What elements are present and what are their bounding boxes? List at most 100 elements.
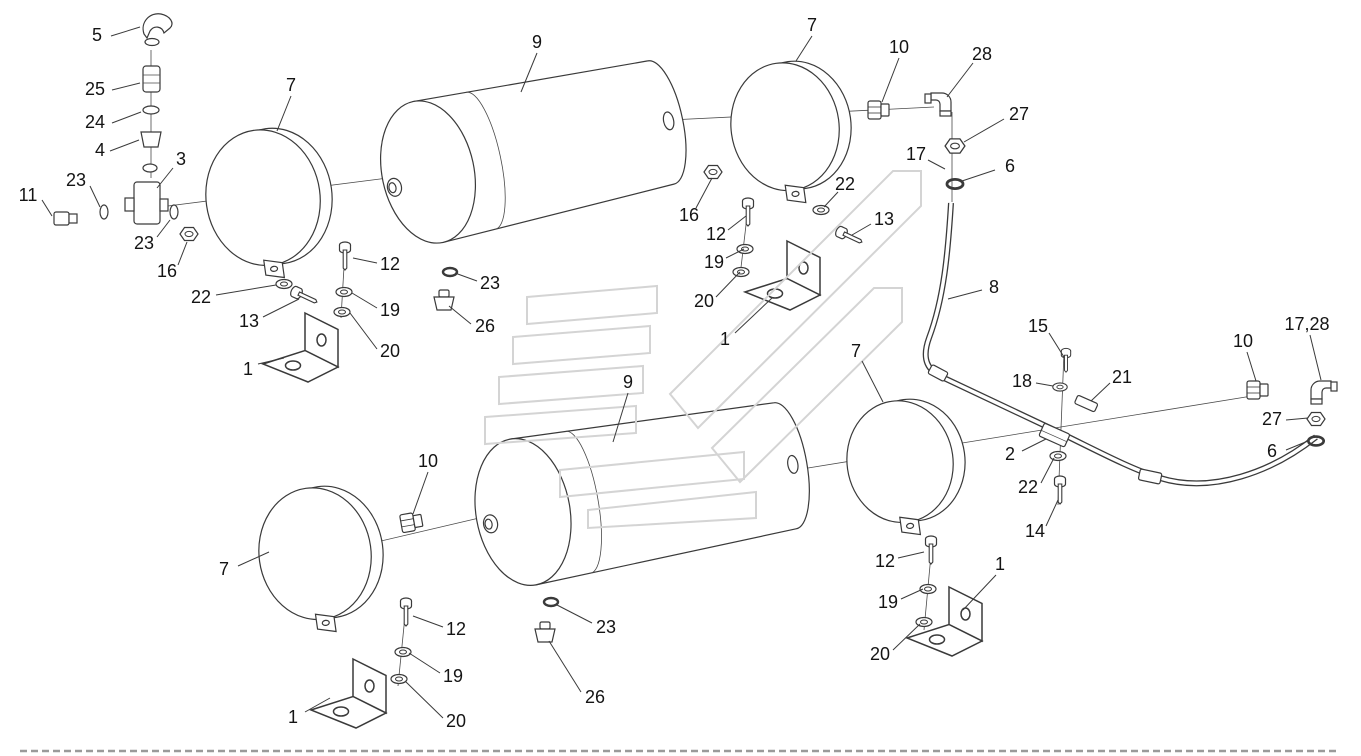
part-number-label: 18 <box>1012 371 1032 391</box>
bolt-15 <box>1060 347 1072 373</box>
part-number-label: 9 <box>532 32 542 52</box>
o-ring-23 <box>99 204 109 220</box>
part-number-label: 1 <box>288 707 298 727</box>
part-number-label: 6 <box>1267 441 1277 461</box>
clamp-band-7 <box>730 60 852 204</box>
bolt-13 <box>288 284 320 308</box>
clamp-band-7 <box>205 127 333 279</box>
leader-line <box>963 118 1005 143</box>
part-number-label: 27 <box>1009 104 1029 124</box>
pipe-coupling <box>1137 468 1163 485</box>
leader-line <box>1285 417 1309 421</box>
elbow-fitting-17-28 <box>1310 380 1338 405</box>
o-ring-23 <box>169 204 179 220</box>
leader-line <box>177 241 188 266</box>
leader-line <box>352 257 378 264</box>
leader-line <box>111 111 142 124</box>
part-number-label: 27 <box>1262 409 1282 429</box>
support-bracket-1 <box>744 240 821 311</box>
washer-24 <box>142 105 160 115</box>
part-number-label: 10 <box>889 37 909 57</box>
clamp-band-7 <box>846 398 966 536</box>
bolt-12 <box>399 597 413 627</box>
union-fitting-10 <box>867 100 890 120</box>
leader-line <box>156 167 174 189</box>
part-number-label: 20 <box>446 711 466 731</box>
o-ring-23 <box>441 266 459 278</box>
washer-20 <box>390 673 408 685</box>
leader-line <box>1246 351 1257 382</box>
part-number-label: 4 <box>95 140 105 160</box>
part-number-label: 23 <box>596 617 616 637</box>
part-number-label: 2 <box>1005 444 1015 464</box>
leader-line <box>412 615 444 628</box>
washer-19 <box>335 286 353 298</box>
leader-line <box>257 357 285 365</box>
leader-line <box>727 215 747 231</box>
washer-18 <box>1052 382 1068 392</box>
part-number-label: 12 <box>380 254 400 274</box>
leader-line <box>900 588 924 600</box>
bolt-12 <box>741 197 755 227</box>
seal-ring-6 <box>945 178 965 190</box>
leader-line <box>961 169 996 182</box>
air-pipe-8 <box>922 202 1318 487</box>
clamp-band-7 <box>258 485 384 633</box>
part-number-label: 13 <box>874 209 894 229</box>
part-number-label: 11 <box>19 185 38 205</box>
leader-line <box>351 292 378 309</box>
part-number-label: 23 <box>480 273 500 293</box>
leader-line <box>962 574 997 611</box>
part-number-label: 21 <box>1112 367 1132 387</box>
part-number-label: 14 <box>1025 521 1045 541</box>
leader-line <box>927 159 946 170</box>
o-ring-23 <box>142 163 158 173</box>
leader-line <box>110 26 141 37</box>
leader-line <box>1048 332 1065 358</box>
part-number-label: 7 <box>219 559 229 579</box>
part-number-label: 7 <box>851 341 861 361</box>
part-number-label: 5 <box>92 25 102 45</box>
union-fitting-10 <box>399 510 425 534</box>
leader-line <box>881 57 900 103</box>
leader-line <box>1285 440 1309 451</box>
clamp-plate-21 <box>1074 394 1099 413</box>
leader-line <box>1021 438 1047 452</box>
washer-22 <box>812 204 830 216</box>
washer-22 <box>1049 450 1067 462</box>
drain-plug-11 <box>53 211 70 226</box>
leader-line <box>1090 382 1111 402</box>
leader-line <box>695 177 713 209</box>
part-number-label: 9 <box>623 372 633 392</box>
washer-20 <box>333 306 351 318</box>
leader-line <box>1035 382 1054 387</box>
leader-line <box>556 604 593 624</box>
part-number-label: 26 <box>585 687 605 707</box>
leader-line <box>725 248 745 259</box>
leader-line <box>823 191 839 208</box>
part-number-label: 19 <box>878 592 898 612</box>
part-number-label: 25 <box>85 79 105 99</box>
air-reservoir-9 <box>474 402 810 586</box>
part-number-label: 17,28 <box>1284 314 1329 334</box>
part-number-label: 12 <box>875 551 895 571</box>
fitting-25 <box>142 65 161 93</box>
leader-line <box>215 284 277 296</box>
part-number-label: 3 <box>176 149 186 169</box>
part-number-label: 26 <box>475 316 495 336</box>
leader-line <box>454 272 478 282</box>
part-number-label: 20 <box>870 644 890 664</box>
leader-line <box>408 652 441 674</box>
part-number-label: 28 <box>972 44 992 64</box>
washer-19 <box>736 243 754 255</box>
leader-line <box>41 199 53 217</box>
part-number-label: 24 <box>85 112 105 132</box>
support-bracket-1 <box>262 312 339 383</box>
leader-line <box>734 297 773 334</box>
part-number-label: 22 <box>191 287 211 307</box>
leader-line <box>262 298 300 318</box>
leader-line <box>548 640 582 693</box>
leader-line <box>404 680 444 719</box>
part-number-label: 6 <box>1005 156 1015 176</box>
leader-line <box>1045 499 1059 527</box>
